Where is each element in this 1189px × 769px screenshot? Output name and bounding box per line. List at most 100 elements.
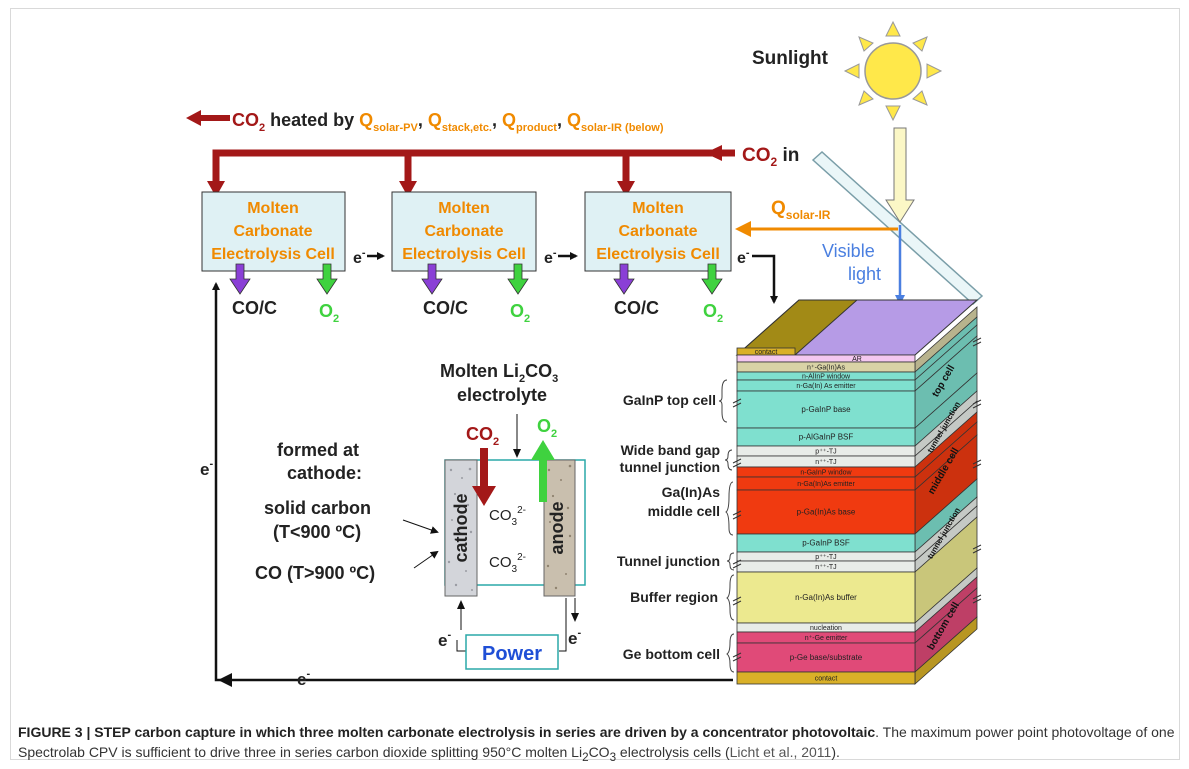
formed-at-cathode-label: formed at cathode: [277, 440, 364, 483]
pv-break-mark [732, 398, 742, 408]
pv-layer-labels: GaInP top cell Wide band gap tunnel junc… [617, 392, 720, 662]
electrolysis-cell-1: Molten Carbonate Electrolysis Cell [201, 191, 346, 272]
caption-text-1: . The maximum power point photovoltage o… [18, 724, 1175, 760]
anode-electrode [543, 459, 576, 597]
pv-break-mark [972, 459, 982, 469]
caption-text-2: CO [588, 744, 610, 760]
pv-break-mark [972, 594, 982, 604]
q-solar-ir-arrow [735, 221, 898, 237]
pv-layer-label-base3: p-Ge base/substrate [790, 653, 863, 662]
pv-layer-label-base2: p-Ga(In)As base [797, 508, 856, 517]
caption-sub-1: 2 [582, 750, 589, 764]
pv-layer-label-tj1b: n⁺⁺-TJ [815, 459, 836, 466]
caption-bold: FIGURE 3 | STEP carbon capture in which … [18, 724, 876, 740]
pv-layer-base2 [736, 489, 916, 535]
carbonate-ion-1: CO32- [489, 505, 526, 528]
sunlight-beam-arrow [885, 127, 915, 223]
svg-text:Carbonate: Carbonate [618, 223, 697, 240]
pv-layer-label-bsf2: p-GaInP BSF [802, 539, 850, 548]
power-e-left: e- [438, 629, 451, 650]
pv-layer-label-window1: n-AlInP window [802, 374, 851, 381]
sunlight-label: Sunlight [752, 48, 829, 69]
svg-text:e-: e- [544, 247, 557, 267]
cathode-label: cathode [451, 493, 471, 562]
svg-text:Carbonate: Carbonate [233, 223, 312, 240]
power-label: Power [482, 643, 542, 665]
svg-text:Molten: Molten [632, 200, 684, 217]
inner-o2-label: O2 [537, 416, 557, 440]
pv-layer-label-window2: n-GaInP window [800, 470, 852, 477]
electrolysis-cell-2: Molten Carbonate Electrolysis Cell [391, 191, 537, 272]
caption-citation[interactable]: Licht et al., 2011 [729, 744, 832, 760]
power-circuit [456, 598, 579, 652]
electron-return-loop [212, 282, 733, 687]
pv-layer-label-cap: n⁺-Ga(In)As [807, 365, 845, 372]
pv-layer-label-base1: p-GaInP base [801, 405, 851, 414]
pv-layer-label-buffer: n-Ga(In)As buffer [795, 593, 857, 602]
co2-manifold-arrow [207, 145, 735, 197]
co-product-label-1: CO/C [232, 298, 277, 318]
solid-carbon-pointer [402, 519, 439, 534]
label-buffer: Buffer region [630, 589, 718, 605]
pv-layer-label-emitter3: n⁺-Ge emitter [805, 635, 848, 642]
pv-break-mark [732, 458, 742, 468]
pv-layer-label-emitter2: n-Ga(In)As emitter [797, 481, 855, 488]
svg-text:CO2 heated by Qsolar-PV, Qstac: CO2 heated by Qsolar-PV, Qstack,etc., Qp… [232, 110, 664, 134]
svg-text:Electrolysis Cell: Electrolysis Cell [402, 246, 526, 263]
step-diagram: Sunlight CO2 heated by Qsolar-PV, Qstack… [186, 20, 984, 689]
figure-caption: FIGURE 3 | STEP carbon capture in which … [18, 722, 1178, 768]
label-top-cell: GaInP top cell [623, 392, 716, 408]
co-product-label-3: CO/C [614, 298, 659, 318]
label-tunnel: Tunnel junction [617, 553, 720, 569]
pv-break-mark [972, 544, 982, 554]
pv-break-mark [972, 337, 982, 347]
pv-layer-label-tj2b: n⁺⁺-TJ [815, 564, 836, 571]
pv-layer-ar-label: AR [852, 356, 862, 363]
co-high-temp-label: CO (T>900 ºC) [255, 563, 375, 583]
pv-layer-label-bsf1: p-AlGaInP BSF [799, 433, 854, 442]
pv-layer-contact_bottom [736, 671, 916, 685]
svg-text:e-: e- [737, 247, 750, 267]
visible-light-label: Visible light [822, 241, 881, 284]
svg-text:Molten: Molten [438, 200, 490, 217]
svg-text:Electrolysis Cell: Electrolysis Cell [596, 246, 720, 263]
anode-label: anode [547, 501, 567, 554]
pv-layer-label-tj1a: p⁺⁺-TJ [815, 449, 836, 456]
co-product-label-2: CO/C [423, 298, 468, 318]
figure-frame [10, 8, 1180, 760]
carbonate-ion-2: CO32- [489, 552, 526, 575]
pv-label-braces [718, 379, 735, 673]
pv-break-mark [732, 652, 742, 662]
pv-layer-label-contact_bottom: contact [815, 676, 838, 683]
power-source-box [465, 634, 559, 670]
pv-break-mark [972, 399, 982, 409]
pv-layer-base3 [736, 642, 916, 673]
electrolyte-label: Molten Li2CO3 electrolyte [440, 361, 563, 405]
co-pointer [413, 550, 439, 569]
sun-icon [843, 20, 943, 122]
inner-co2-label: CO2 [466, 424, 499, 448]
label-bottom: Ge bottom cell [623, 646, 720, 662]
pv-cell-stack: contact AR n⁺-Ga(In)As n-AlInP window n-Ga(I… [732, 299, 982, 685]
o2-product-label-3: O2 [703, 301, 723, 325]
svg-text:e-: e- [353, 247, 366, 267]
cathode-electrode [444, 459, 478, 597]
caption-text-4: ). [831, 744, 840, 760]
inner-o2-arrow [531, 440, 555, 502]
pv-break-mark [732, 510, 742, 520]
pv-break-mark [732, 559, 742, 569]
label-mid-1: Ga(In)As [662, 484, 721, 500]
svg-text:Molten: Molten [247, 200, 299, 217]
label-wbg-1: Wide band gap [621, 442, 720, 458]
svg-text:Carbonate: Carbonate [424, 223, 503, 240]
co-product-arrows [229, 263, 635, 295]
pv-layer-label-emitter1: n-Ga(In) As emitter [796, 383, 856, 390]
caption-text-3: electrolysis cells ( [616, 744, 730, 760]
pv-layer-label-nucleation: nucleation [810, 625, 842, 632]
electrolysis-cell-3: Molten Carbonate Electrolysis Cell [584, 191, 732, 272]
o2-product-arrows [316, 263, 723, 295]
pv-layer-ar [736, 354, 916, 363]
caption-sub-2: 3 [609, 750, 617, 764]
label-mid-2: middle cell [648, 503, 720, 519]
loop-bottom-electron: e- [297, 668, 310, 689]
